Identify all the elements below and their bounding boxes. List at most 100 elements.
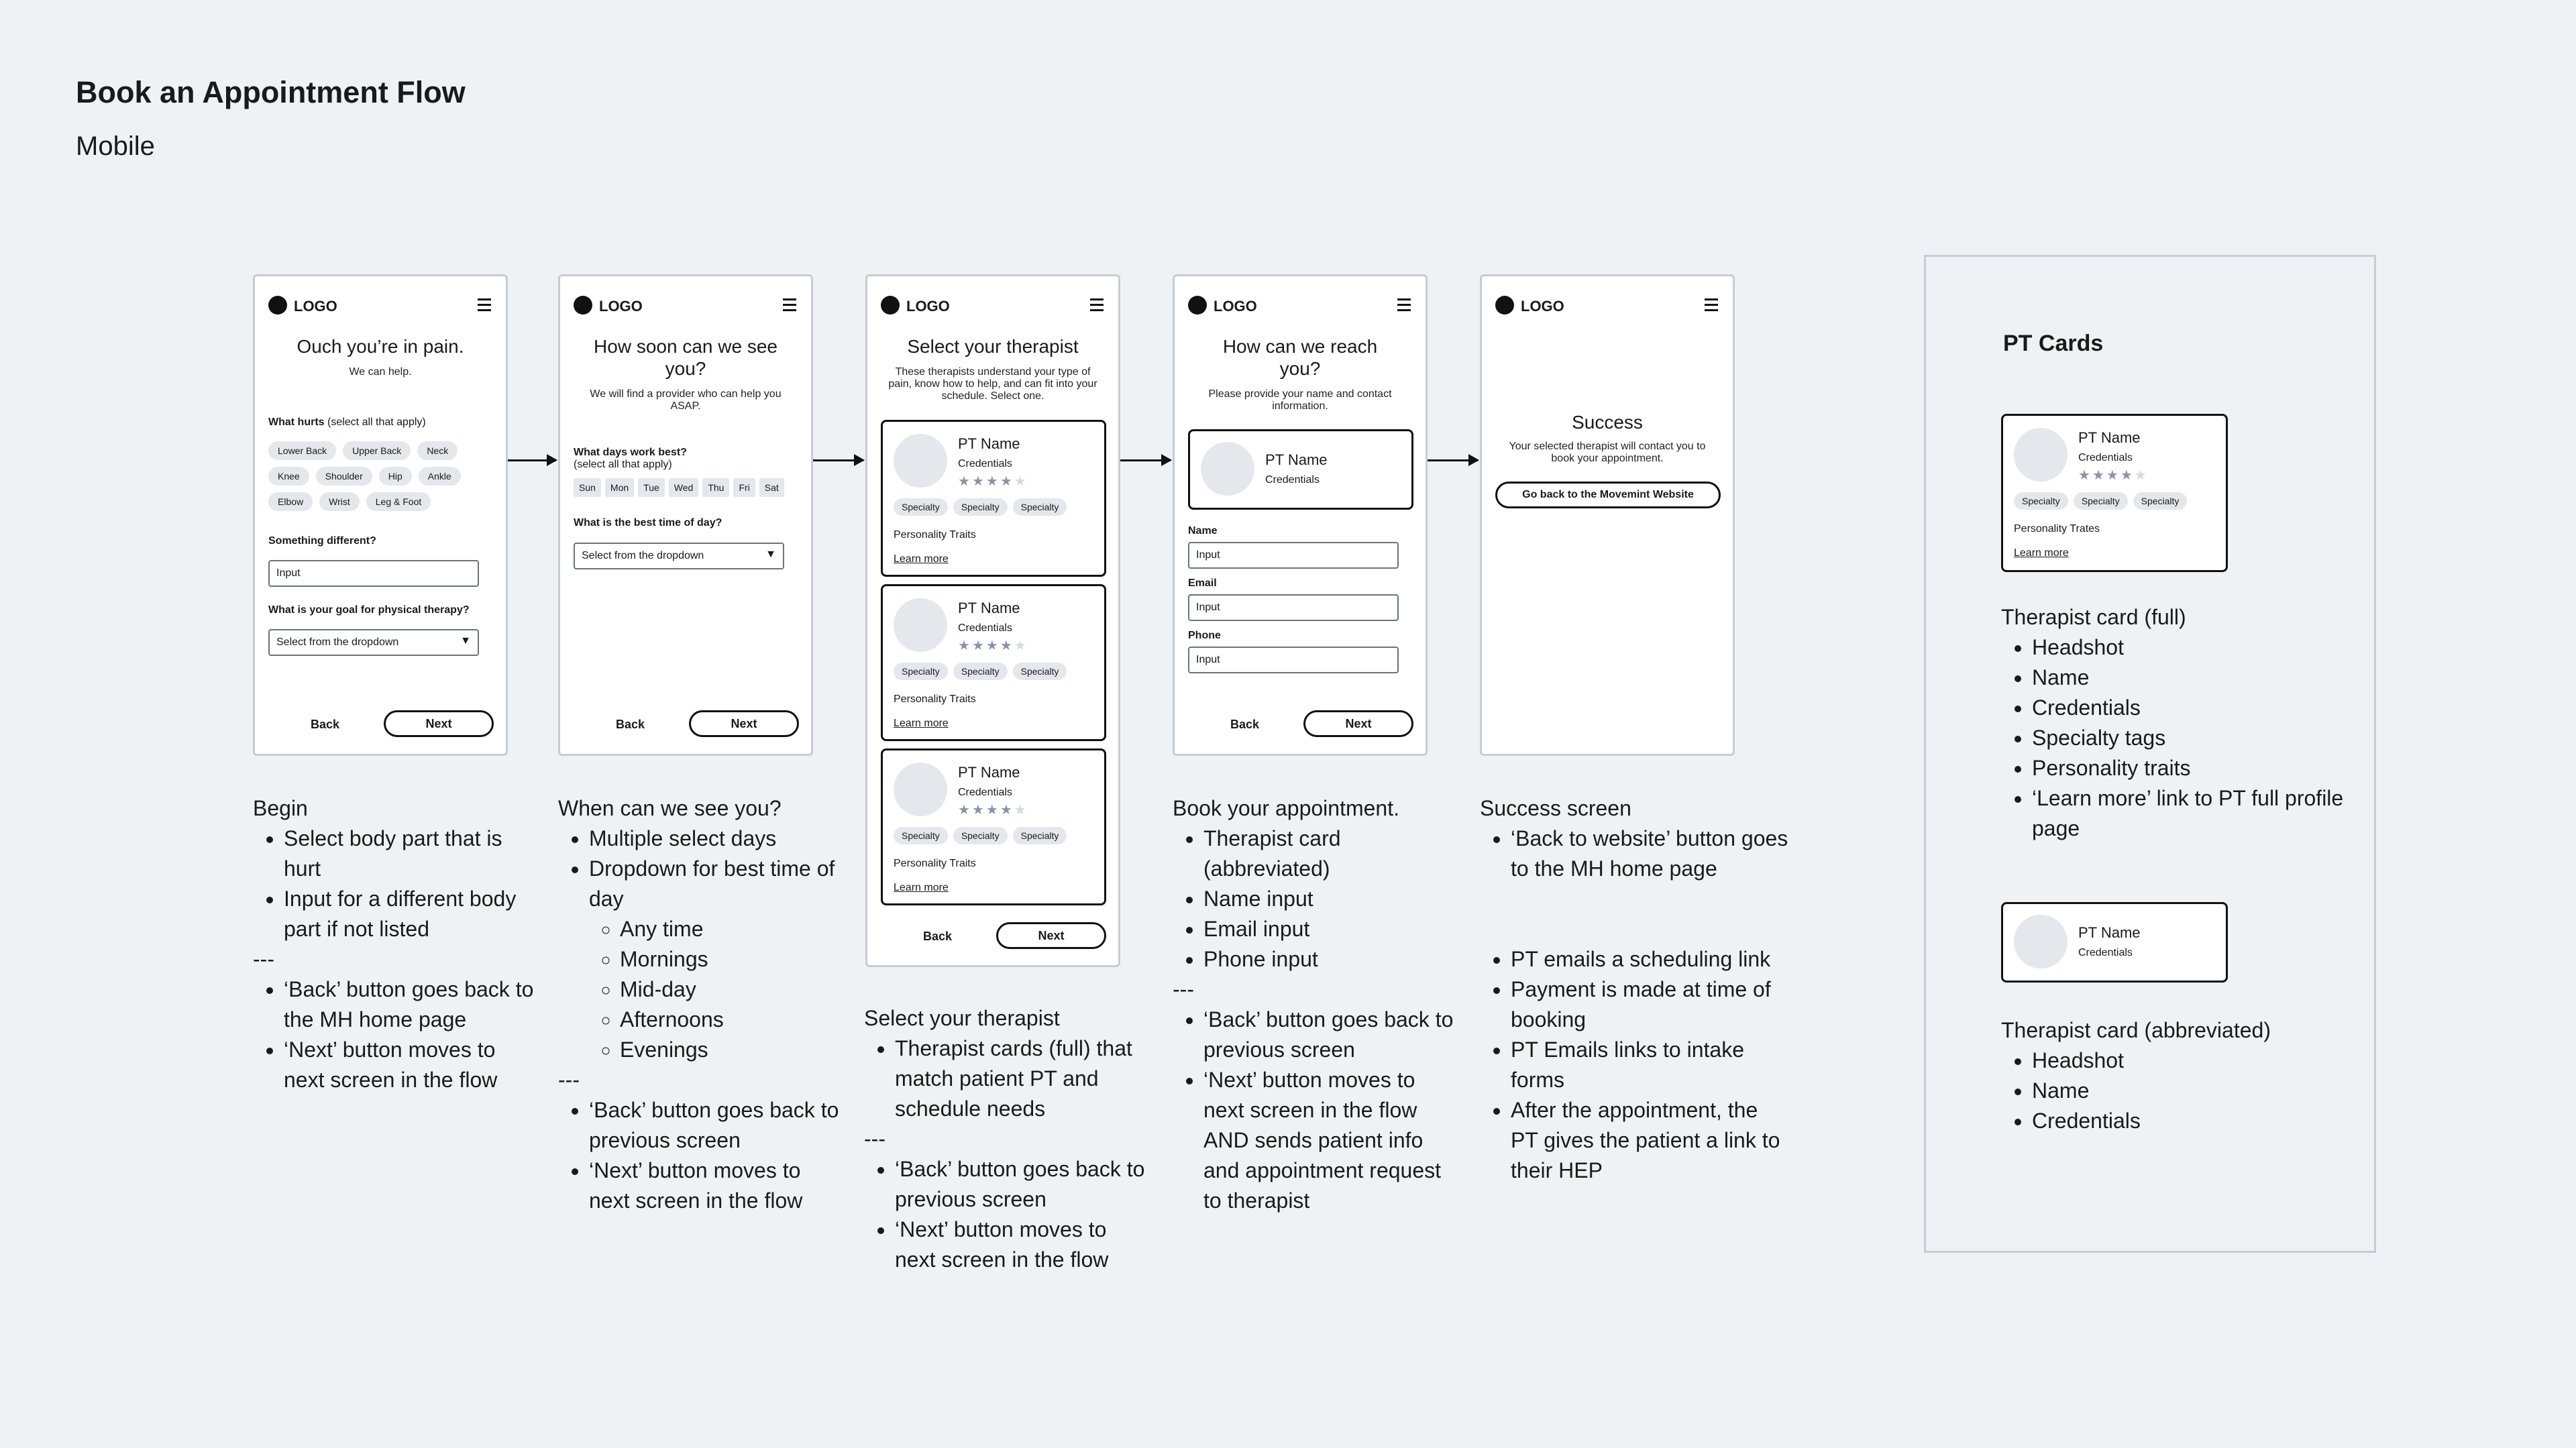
note-item: ‘Next’ button moves to next screen in th…	[284, 1035, 535, 1095]
learn-more-link[interactable]: Learn more	[2014, 547, 2069, 559]
star-icon: ★	[2134, 468, 2149, 483]
specialty-tag: Specialty	[1012, 663, 1067, 680]
note-item: ‘Next’ button moves to next screen in th…	[1203, 1065, 1454, 1216]
therapist-card-abbreviated-example: PT Name Credentials	[2001, 902, 2228, 983]
phone-input[interactable]: Input	[1188, 647, 1399, 673]
notes-contact: Book your appointment. Therapist card (a…	[1173, 793, 1454, 1216]
headshot-avatar	[2014, 915, 2068, 968]
email-input[interactable]: Input	[1188, 594, 1399, 621]
note-item: Name input	[1203, 884, 1454, 914]
specialty-tag: Specialty	[953, 827, 1008, 844]
back-to-website-button[interactable]: Go back to the Movemint Website	[1495, 482, 1721, 508]
chip-leg-foot[interactable]: Leg & Foot	[366, 492, 431, 511]
screen-title: How soon can we see you?	[594, 336, 777, 379]
screen-subtitle: These therapists understand your type of…	[888, 366, 1097, 402]
chip-elbow[interactable]: Elbow	[268, 492, 313, 511]
note-item: Email input	[1203, 914, 1454, 944]
phone-label: Phone	[1188, 630, 1221, 641]
dropdown-arrow-icon: ▼	[460, 635, 471, 647]
chip-upper-back[interactable]: Upper Back	[343, 441, 411, 460]
day-thu[interactable]: Thu	[702, 478, 730, 497]
note-subitem: Mid-day	[620, 974, 840, 1005]
chip-hip[interactable]: Hip	[378, 467, 412, 486]
note-item: ‘Learn more’ link to PT full profile pag…	[2032, 783, 2350, 844]
day-tue[interactable]: Tue	[638, 478, 665, 497]
goal-dropdown[interactable]: Select from the dropdown▼	[268, 629, 479, 656]
note-item: ‘Next’ button moves to next screen in th…	[895, 1215, 1146, 1275]
notes-card-full: Therapist card (full) Headshot Name Cred…	[2001, 602, 2350, 844]
hamburger-menu-icon[interactable]	[1090, 298, 1104, 315]
phone-header: LOGO	[1495, 295, 1718, 315]
specialty-tag: Specialty	[1012, 827, 1067, 844]
learn-more-link[interactable]: Learn more	[894, 718, 949, 729]
note-separator: ---	[1173, 977, 1194, 1001]
note-item: After the appointment, the PT gives the …	[1511, 1095, 1788, 1186]
day-mon[interactable]: Mon	[604, 478, 635, 497]
chip-wrist[interactable]: Wrist	[319, 492, 360, 511]
note-heading: Therapist card (abbreviated)	[2001, 1018, 2271, 1042]
note-item: ‘Back’ button goes back to the MH home p…	[284, 974, 535, 1035]
learn-more-link[interactable]: Learn more	[894, 553, 949, 565]
star-icon: ★	[2120, 468, 2135, 483]
logo-text: LOGO	[1521, 298, 1564, 315]
star-icon: ★	[1014, 638, 1028, 653]
logo-text: LOGO	[906, 298, 950, 315]
note-item: Name	[2032, 663, 2350, 693]
next-button[interactable]: Next	[1303, 710, 1413, 737]
headshot-avatar	[894, 763, 947, 816]
chip-ankle[interactable]: Ankle	[418, 467, 461, 486]
screen-contact: LOGO How can we reach you? Please provid…	[1173, 274, 1428, 756]
note-item: Therapist card (abbreviated)	[1203, 824, 1454, 884]
back-button[interactable]: Back	[1230, 718, 1260, 731]
personality-traits: Personality Traits	[894, 693, 976, 705]
time-dropdown[interactable]: Select from the dropdown▼	[574, 543, 784, 569]
next-button[interactable]: Next	[384, 710, 494, 737]
pt-credentials: Credentials	[958, 787, 1012, 798]
note-item: ‘Back to website’ button goes to the MH …	[1511, 824, 1788, 884]
note-item: Specialty tags	[2032, 723, 2350, 753]
star-rating: ★★★★★	[958, 801, 1028, 818]
star-icon: ★	[985, 474, 1000, 489]
star-icon: ★	[971, 803, 986, 818]
note-heading: Select your therapist	[864, 1006, 1060, 1030]
note-subitem: Mornings	[620, 944, 840, 974]
day-fri[interactable]: Fri	[733, 478, 755, 497]
learn-more-link[interactable]: Learn more	[894, 882, 949, 893]
name-input[interactable]: Input	[1188, 542, 1399, 569]
back-button[interactable]: Back	[311, 718, 340, 731]
logo-icon	[881, 296, 900, 315]
notes-schedule: When can we see you? Multiple select day…	[558, 793, 840, 1216]
chip-shoulder[interactable]: Shoulder	[315, 467, 372, 486]
different-input[interactable]: Input	[268, 560, 479, 587]
pt-credentials: Credentials	[958, 622, 1012, 634]
headshot-avatar	[2014, 428, 2068, 482]
name-label: Name	[1188, 525, 1218, 537]
back-button[interactable]: Back	[923, 930, 953, 943]
email-label: Email	[1188, 577, 1217, 589]
note-item: PT Emails links to intake forms	[1511, 1035, 1788, 1095]
screen-subtitle: We will find a provider who can help you…	[590, 388, 782, 412]
hamburger-menu-icon[interactable]	[478, 298, 491, 315]
day-sun[interactable]: Sun	[574, 478, 601, 497]
star-rating: ★★★★★	[2078, 467, 2149, 484]
hamburger-menu-icon[interactable]	[1705, 298, 1718, 315]
next-button[interactable]: Next	[996, 922, 1106, 949]
day-sat[interactable]: Sat	[759, 478, 784, 497]
pt-name: PT Name	[958, 600, 1020, 616]
hamburger-menu-icon[interactable]	[783, 298, 796, 315]
star-icon: ★	[2106, 468, 2121, 483]
different-label: Something different?	[268, 535, 376, 547]
hamburger-menu-icon[interactable]	[1397, 298, 1411, 315]
back-button[interactable]: Back	[616, 718, 645, 731]
chip-neck[interactable]: Neck	[417, 441, 458, 460]
personality-traits: Personality Traits	[894, 858, 976, 869]
day-wed[interactable]: Wed	[668, 478, 699, 497]
chip-lower-back[interactable]: Lower Back	[268, 441, 337, 460]
next-button[interactable]: Next	[689, 710, 799, 737]
flow-arrow	[1428, 454, 1479, 466]
star-icon: ★	[1014, 474, 1028, 489]
chip-knee[interactable]: Knee	[268, 467, 309, 486]
